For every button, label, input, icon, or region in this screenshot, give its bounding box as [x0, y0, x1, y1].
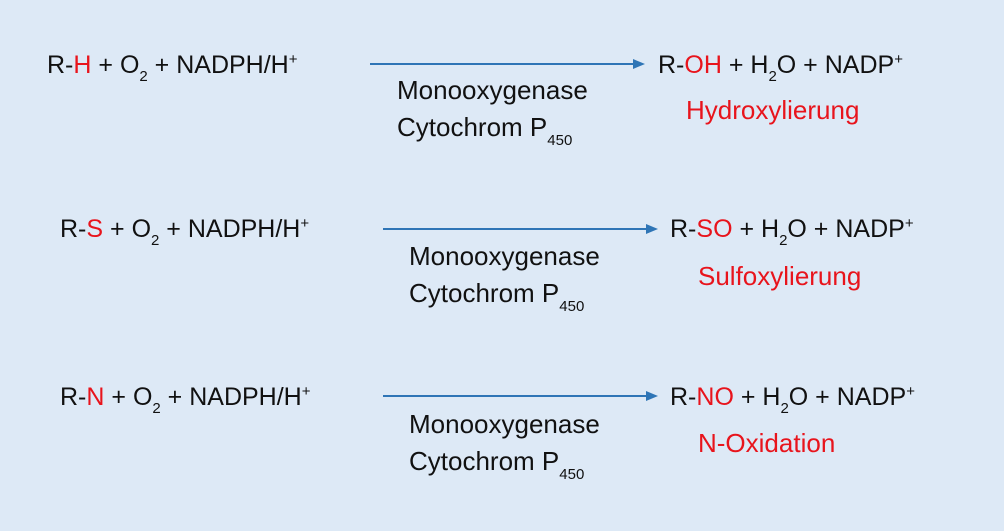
o-nadp: O + NADP — [787, 215, 905, 243]
h-plus-superscript: + — [288, 51, 298, 68]
reaction-arrow — [383, 389, 658, 403]
cytochrome-subscript: 450 — [559, 466, 585, 483]
h-plus-superscript: + — [301, 383, 311, 400]
reactants: R-H + O2 + NADPH/H+ — [47, 50, 298, 85]
enzyme-label: Monooxygenase Cytochrom P450 — [397, 72, 588, 150]
substrate-group: S — [86, 215, 104, 243]
plus-h: + H — [721, 51, 769, 79]
plus-nadph: + NADPH/H — [147, 51, 289, 79]
cytochrome-name: Cytochrom P — [397, 112, 548, 142]
plus-o: + O — [91, 51, 140, 79]
products: R-SO + H2O + NADP+ — [670, 214, 914, 249]
plus-nadph: + NADPH/H — [159, 215, 301, 243]
nadp-plus-superscript: + — [906, 383, 915, 400]
o2-subscript: 2 — [139, 68, 148, 85]
h2-subscript: 2 — [780, 400, 789, 417]
reaction-arrow — [383, 222, 658, 236]
reactants: R-S + O2 + NADPH/H+ — [60, 214, 310, 249]
reaction-type-label: N-Oxidation — [698, 428, 836, 458]
h-plus-superscript: + — [300, 215, 310, 232]
o-nadp: O + NADP — [776, 51, 895, 79]
enzyme-label: Monooxygenase Cytochrom P450 — [409, 238, 600, 316]
plus-nadph: + NADPH/H — [160, 383, 302, 411]
enzyme-name: Monooxygenase — [409, 409, 600, 439]
substrate-group: N — [86, 383, 105, 411]
r-prefix: R- — [670, 215, 697, 243]
product-group: OH — [684, 51, 722, 79]
o-nadp: O + NADP — [788, 383, 907, 411]
cytochrome-name: Cytochrom P — [409, 278, 560, 308]
products: R-OH + H2O + NADP+ — [658, 50, 903, 85]
h2-subscript: 2 — [779, 232, 788, 249]
reactants: R-N + O2 + NADPH/H+ — [60, 382, 311, 417]
product-group: SO — [696, 215, 733, 243]
enzyme-label: Monooxygenase Cytochrom P450 — [409, 406, 600, 484]
plus-o: + O — [103, 215, 152, 243]
reaction-hydroxylation: R-H + O2 + NADPH/H+ Monooxygenase Cytoch… — [0, 0, 1004, 150]
substrate-group: H — [73, 51, 92, 79]
reaction-n-oxidation: R-N + O2 + NADPH/H+ Monooxygenase Cytoch… — [0, 0, 1004, 483]
cytochrome-subscript: 450 — [559, 298, 585, 315]
plus-o: + O — [104, 383, 153, 411]
cytochrome-name: Cytochrom P — [409, 446, 560, 476]
plus-h: + H — [733, 383, 781, 411]
reaction-type-label: Hydroxylierung — [686, 95, 860, 125]
enzyme-name: Monooxygenase — [409, 241, 600, 271]
r-prefix: R- — [670, 383, 697, 411]
r-prefix: R- — [47, 51, 74, 79]
products: R-NO + H2O + NADP+ — [670, 382, 915, 417]
plus-h: + H — [732, 215, 780, 243]
o2-subscript: 2 — [151, 232, 160, 249]
enzyme-name: Monooxygenase — [397, 75, 588, 105]
r-prefix: R- — [60, 215, 87, 243]
r-prefix: R- — [60, 383, 87, 411]
reaction-type-label: Sulfoxylierung — [698, 261, 862, 291]
r-prefix: R- — [658, 51, 685, 79]
o2-subscript: 2 — [152, 400, 161, 417]
nadp-plus-superscript: + — [894, 51, 903, 68]
reaction-sulfoxylation: R-S + O2 + NADPH/H+ Monooxygenase Cytoch… — [0, 0, 1004, 315]
product-group: NO — [696, 383, 734, 411]
h2-subscript: 2 — [768, 68, 777, 85]
reaction-arrow — [370, 57, 645, 71]
nadp-plus-superscript: + — [904, 215, 914, 232]
cytochrome-subscript: 450 — [547, 132, 573, 149]
